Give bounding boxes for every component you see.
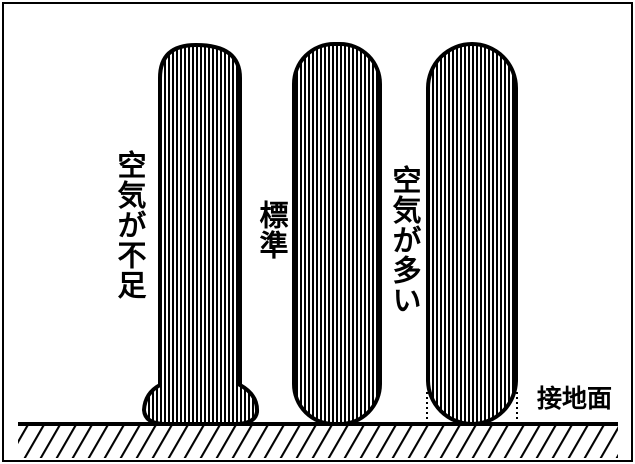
tire-under-inflated xyxy=(141,42,260,426)
ground xyxy=(18,422,618,458)
label-over-inflated: 空気が多い xyxy=(388,165,422,315)
contact-patch-marker xyxy=(426,392,518,424)
label-standard: 標準 xyxy=(255,200,289,260)
label-contact-patch: 接地面 xyxy=(537,384,613,413)
tire-standard xyxy=(292,42,382,426)
tire-over-inflated xyxy=(426,42,518,426)
label-under-inflated: 空気が不足 xyxy=(113,150,147,300)
